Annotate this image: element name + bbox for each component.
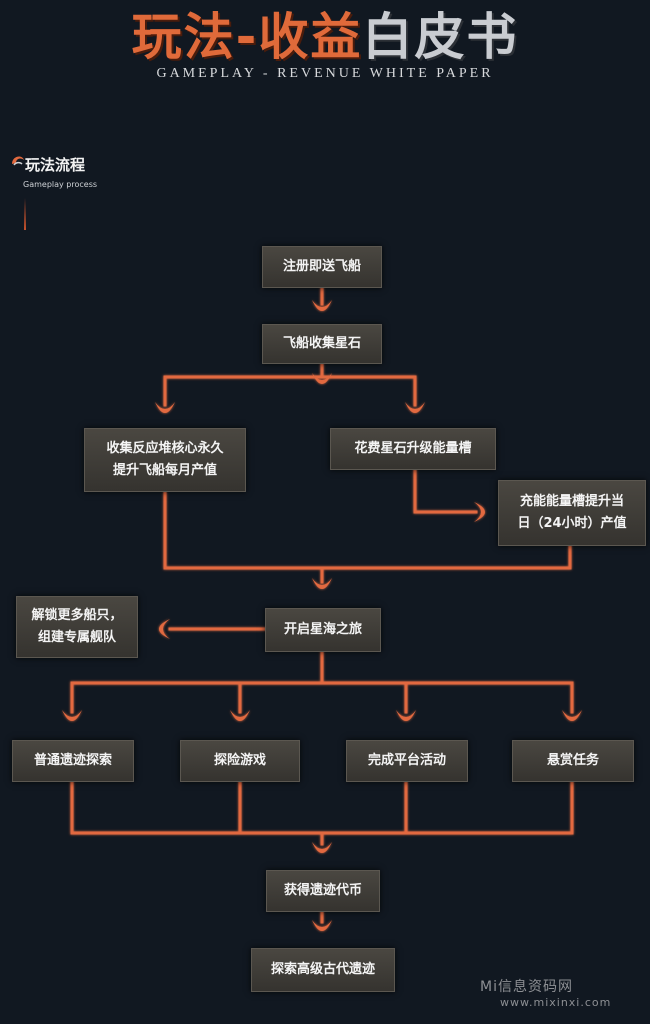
arrow-down-icon — [230, 710, 250, 721]
section-subtitle: Gameplay process — [23, 180, 98, 189]
arrow-down-icon — [312, 373, 332, 384]
node-relic-coins: 获得遗迹代币 — [266, 870, 380, 912]
node-advanced-relics: 探索高级古代遗迹 — [251, 948, 395, 992]
arrow-down-icon — [62, 710, 82, 721]
arrow-down-icon — [312, 920, 332, 931]
section-title: 玩法流程 — [25, 156, 86, 174]
arrow-down-icon — [405, 402, 425, 413]
node-collect-stones: 飞船收集星石 — [262, 324, 382, 364]
node-explore-relics: 普通遗迹探索 — [12, 740, 134, 782]
arrow-down-icon — [312, 578, 332, 589]
node-unlock-ships: 解锁更多船只， 组建专属舰队 — [16, 596, 138, 658]
arrow-left-icon — [159, 619, 170, 639]
node-spend-stones: 花费星石升级能量槽 — [330, 428, 496, 470]
arrow-right-icon — [474, 502, 485, 522]
arrow-down-icon — [312, 842, 332, 853]
node-start-journey: 开启星海之旅 — [265, 608, 381, 652]
watermark: Mi信息资码网 — [480, 979, 573, 995]
node-charge-slot: 充能能量槽提升当 日（24小时）产值 — [498, 480, 646, 546]
header: 玩法-收益白皮书 — [0, 6, 650, 68]
section-tick — [24, 198, 26, 230]
node-collect-core: 收集反应堆核心永久 提升飞船每月产值 — [84, 428, 246, 492]
title-gray: 白皮书 — [362, 8, 519, 66]
title-orange: 玩法-收益 — [131, 8, 363, 66]
node-register: 注册即送飞船 — [262, 246, 382, 288]
node-bounty-tasks: 悬赏任务 — [512, 740, 634, 782]
arrow-down-icon — [312, 300, 332, 311]
arrow-down-icon — [396, 710, 416, 721]
node-platform-events: 完成平台活动 — [346, 740, 468, 782]
node-adventure-games: 探险游戏 — [180, 740, 300, 782]
page-subtitle: GAMEPLAY - REVENUE WHITE PAPER — [156, 66, 494, 81]
page-title: 玩法-收益白皮书 — [0, 6, 650, 68]
watermark-url: www.mixinxi.com — [500, 996, 612, 1009]
swirl-logo-icon — [12, 156, 24, 166]
arrow-down-icon — [562, 710, 582, 721]
arrow-down-icon — [155, 402, 175, 413]
